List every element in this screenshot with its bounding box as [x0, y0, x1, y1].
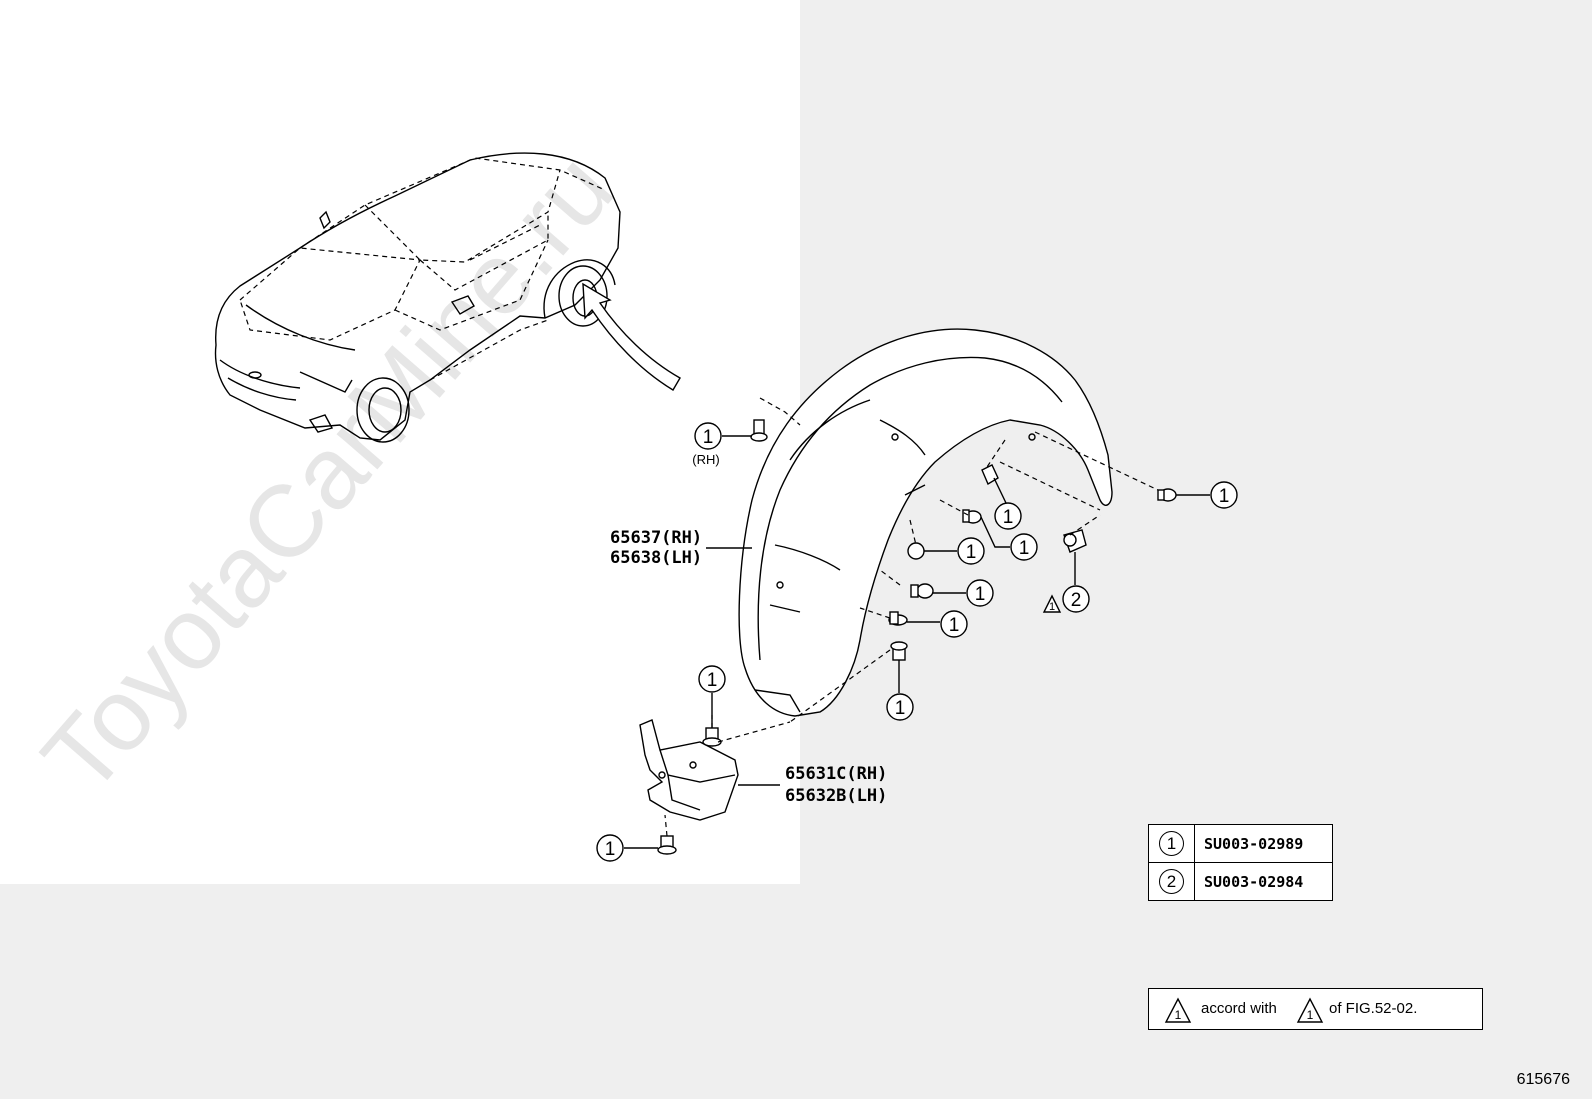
table-row: 1 SU003-02989 — [1149, 825, 1332, 863]
table-row: 2 SU003-02984 — [1149, 863, 1332, 900]
bolt-bracket-bottom — [657, 835, 677, 855]
part-number-bracket-rh: 65631C(RH) — [785, 764, 887, 784]
svg-text:2: 2 — [1071, 590, 1082, 611]
rh-note: (RH) — [692, 452, 719, 467]
callout-1-bracket-bottom: 1 — [596, 834, 624, 862]
table-part-number: SU003-02989 — [1204, 835, 1304, 853]
note-box: 1 accord with 1 of FIG.52-02. — [1148, 988, 1483, 1030]
warning-triangle-icon: 1 — [1296, 997, 1324, 1023]
clip-rh-top — [750, 419, 768, 442]
svg-text:1: 1 — [1219, 486, 1230, 507]
svg-text:1: 1 — [949, 615, 960, 636]
warning-triangle-glyph: 1 — [1049, 601, 1055, 613]
bracket — [639, 719, 739, 821]
svg-text:1: 1 — [1175, 1008, 1182, 1022]
svg-text:1: 1 — [1019, 538, 1030, 559]
callout-1-mid: 1 — [957, 537, 985, 565]
callout-1-lower: 1 — [940, 610, 968, 638]
table-ref-circle: 2 — [1159, 869, 1184, 894]
clip-top-right — [1157, 488, 1177, 502]
fastener-table: 1 SU003-02989 2 SU003-02984 — [1148, 824, 1333, 901]
svg-text:1: 1 — [605, 839, 616, 860]
part-number-liner-lh: 65638(LH) — [610, 548, 702, 568]
callout-1-rh: 1 — [694, 422, 722, 450]
diagram-panel — [0, 0, 800, 884]
clip-mid-4 — [888, 611, 908, 626]
figure-id: 615676 — [1516, 1071, 1570, 1088]
clip-type2 — [1063, 529, 1087, 553]
callout-1-lower-mid: 1 — [966, 579, 994, 607]
table-part-number: SU003-02984 — [1204, 873, 1304, 891]
note-text-before: accord with — [1201, 1000, 1277, 1017]
fender-liner — [738, 328, 1113, 717]
part-number-liner-rh: 65637(RH) — [610, 528, 702, 548]
svg-text:1: 1 — [707, 670, 718, 691]
svg-text:1: 1 — [895, 698, 906, 719]
svg-text:1: 1 — [1307, 1008, 1314, 1022]
callout-2: 2 — [1062, 585, 1090, 613]
vehicle-outline — [214, 152, 681, 443]
note-text-after: of FIG.52-02. — [1329, 1000, 1418, 1017]
clip-mid-1 — [962, 509, 982, 524]
clip-mid-2 — [907, 542, 925, 560]
clip-mid-3 — [910, 583, 934, 599]
leader-lines — [624, 435, 1210, 849]
part-number-bracket-lh: 65632B(LH) — [785, 786, 887, 806]
svg-text:1: 1 — [1003, 507, 1014, 528]
clip-lower — [890, 641, 908, 661]
svg-text:1: 1 — [975, 584, 986, 605]
callout-1-upper: 1 — [994, 502, 1022, 530]
warning-triangle-icon — [1042, 594, 1062, 613]
callout-1-top-right: 1 — [1210, 481, 1238, 509]
callout-1-bracket-top: 1 — [698, 665, 726, 693]
svg-text:1: 1 — [966, 542, 977, 563]
watermark: ToyotaCarMine.ru — [21, 132, 635, 814]
installation-lines — [664, 397, 1159, 837]
table-ref-circle: 1 — [1159, 831, 1184, 856]
callout-1-bottom: 1 — [886, 693, 914, 721]
svg-text:1: 1 — [703, 427, 714, 448]
warning-triangle-icon: 1 — [1164, 997, 1192, 1023]
callout-1-mid-right: 1 — [1010, 533, 1038, 561]
bolt-bracket-top — [702, 727, 722, 747]
